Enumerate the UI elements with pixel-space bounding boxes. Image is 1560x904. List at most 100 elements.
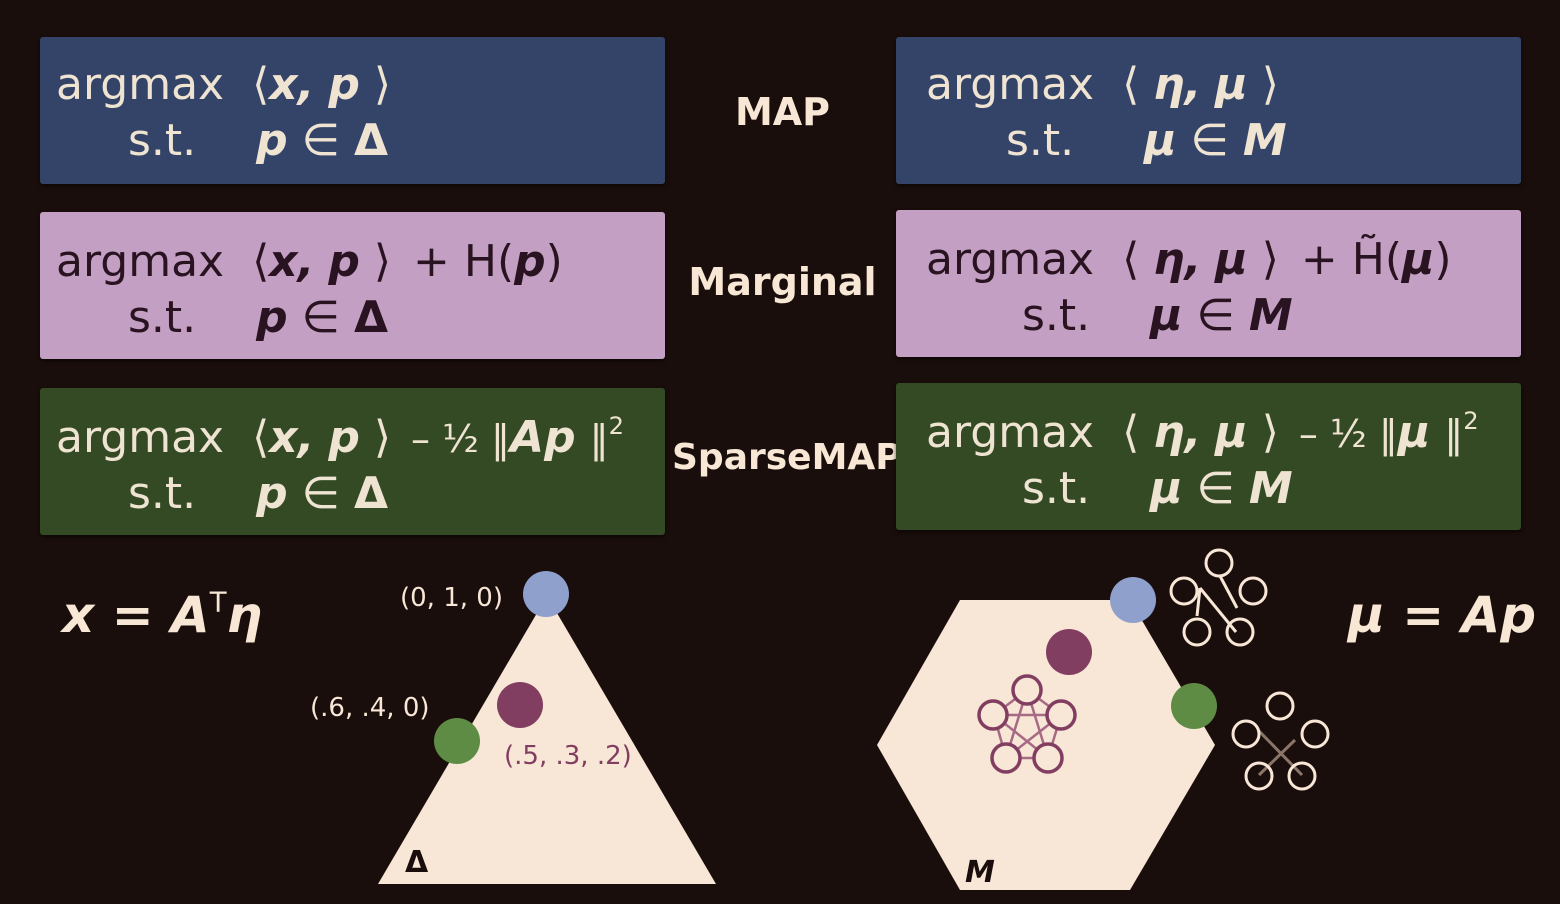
A-matrix: A (171, 586, 210, 644)
marginal-polytope-symbol: M (1248, 290, 1293, 341)
simplex-map-box: argmax ⟨x, p ⟩ s.t. p ∈ Δ (40, 37, 665, 184)
simplex-vertex-point (523, 571, 569, 617)
mu-var: μ (1215, 59, 1248, 110)
norm-close: ‖ (1444, 412, 1464, 456)
simplex-label: Δ (405, 845, 429, 880)
norm-open: – ½ ‖ (411, 417, 511, 461)
comma: , (297, 412, 315, 463)
sparsemap-label: SparseMAP (672, 437, 902, 478)
norm-open: – ½ ‖ (1298, 412, 1398, 456)
mu-var: μ (1150, 463, 1183, 514)
polytope-vertex-point-green (1171, 683, 1217, 729)
dense-coordinate-label: (.5, .3, .2) (504, 741, 632, 771)
langle: ⟨ (1122, 234, 1140, 285)
x-var: x (269, 236, 298, 287)
x-var: x (269, 412, 298, 463)
rangle: ⟩ (373, 59, 392, 110)
mu-var: μ (1402, 234, 1435, 285)
simplex-symbol: Δ (353, 468, 389, 519)
in-symbol: ∈ (301, 115, 340, 166)
entropy-tilde-term: H̃ (1351, 234, 1385, 285)
comma: , (1184, 407, 1202, 458)
rparen: ) (1434, 234, 1452, 285)
st-text: s.t. (1006, 115, 1075, 166)
vertex-coordinate-label: (0, 1, 0) (400, 583, 503, 613)
x-var: x (269, 59, 298, 110)
eta-var: η (1153, 407, 1185, 458)
langle: ⟨ (252, 412, 270, 463)
st-text: s.t. (1022, 290, 1091, 341)
equals-sign: = (111, 586, 154, 644)
eta-var: η (1153, 234, 1185, 285)
comma: , (1184, 59, 1202, 110)
rparen: ) (545, 236, 563, 287)
p-var: p (514, 236, 546, 287)
rangle: ⟩ (1261, 407, 1279, 458)
mu-equals-Ap: μ = Ap (1348, 586, 1536, 644)
p-var: p (328, 412, 360, 463)
polytope-map-box: argmax ⟨ η, μ ⟩ s.t. μ ∈ M (896, 37, 1521, 184)
rangle: ⟩ (1261, 234, 1279, 285)
plus-sign: + (1300, 234, 1338, 285)
mu-var: μ (1215, 234, 1248, 285)
rangle: ⟩ (373, 236, 392, 287)
mu-var: μ (1215, 407, 1248, 458)
polytope-label: M (965, 855, 995, 890)
structure-graph-bottom (1231, 691, 1330, 791)
simplex-sparse-point (434, 718, 480, 764)
rangle: ⟩ (1261, 59, 1279, 110)
marginal-polytope-symbol: M (1248, 463, 1293, 514)
polytope-marginal-box: argmax ⟨ η, μ ⟩ + H̃(μ) s.t. μ ∈ M (896, 210, 1521, 357)
in-symbol: ∈ (1196, 290, 1235, 341)
st-text: s.t. (128, 115, 197, 166)
rangle: ⟩ (373, 412, 392, 463)
simplex-marginal-box: argmax ⟨x, p ⟩ + H(p) s.t. p ∈ Δ (40, 212, 665, 359)
mu-var: μ (1144, 115, 1177, 166)
polytope-vertex-point-blue (1110, 577, 1156, 623)
st-text: s.t. (128, 468, 197, 519)
x-equals-AT-eta: x = ATη (62, 586, 262, 644)
polytope-interior-point (1046, 629, 1092, 675)
polytope-sparsemap-box: argmax ⟨ η, μ ⟩ – ½ ‖μ ‖2 s.t. μ ∈ M (896, 383, 1521, 530)
argmax-text: argmax (926, 234, 1095, 285)
langle: ⟨ (252, 59, 270, 110)
eta-var: η (226, 586, 263, 644)
marginal-label: Marginal (688, 260, 877, 304)
in-symbol: ∈ (301, 468, 340, 519)
lparen: ( (1384, 234, 1402, 285)
Ap-term: Ap (510, 412, 576, 463)
sparse-coordinate-label: (.6, .4, 0) (310, 693, 430, 723)
in-symbol: ∈ (301, 292, 340, 343)
in-symbol: ∈ (1190, 115, 1229, 166)
simplex-sparsemap-box: argmax ⟨x, p ⟩ – ½ ‖Ap ‖2 s.t. p ∈ Δ (40, 388, 665, 535)
argmax-text: argmax (926, 59, 1095, 110)
transpose-superscript: T (209, 586, 227, 619)
p-var: p (256, 292, 288, 343)
comma: , (1184, 234, 1202, 285)
in-symbol: ∈ (1196, 463, 1235, 514)
squared-exponent: 2 (1463, 406, 1479, 435)
Ap-term: Ap (1461, 586, 1537, 644)
eta-var: η (1153, 59, 1185, 110)
langle: ⟨ (1122, 407, 1140, 458)
comma: , (297, 59, 315, 110)
comma: , (297, 236, 315, 287)
mu-var: μ (1397, 407, 1431, 458)
argmax-text: argmax (56, 412, 225, 463)
mu-var: μ (1348, 586, 1385, 644)
argmax-text: argmax (56, 236, 225, 287)
simplex-symbol: Δ (353, 115, 389, 166)
mu-var: μ (1150, 290, 1183, 341)
p-var: p (256, 468, 288, 519)
structure-graph-top (1169, 548, 1268, 647)
x-var: x (62, 586, 95, 644)
norm-close: ‖ (589, 417, 609, 461)
p-var: p (328, 59, 360, 110)
map-label: MAP (734, 90, 831, 134)
p-var: p (256, 115, 288, 166)
entropy-term: + H( (413, 236, 515, 287)
p-var: p (328, 236, 360, 287)
squared-exponent: 2 (608, 411, 624, 440)
st-text: s.t. (1022, 463, 1091, 514)
